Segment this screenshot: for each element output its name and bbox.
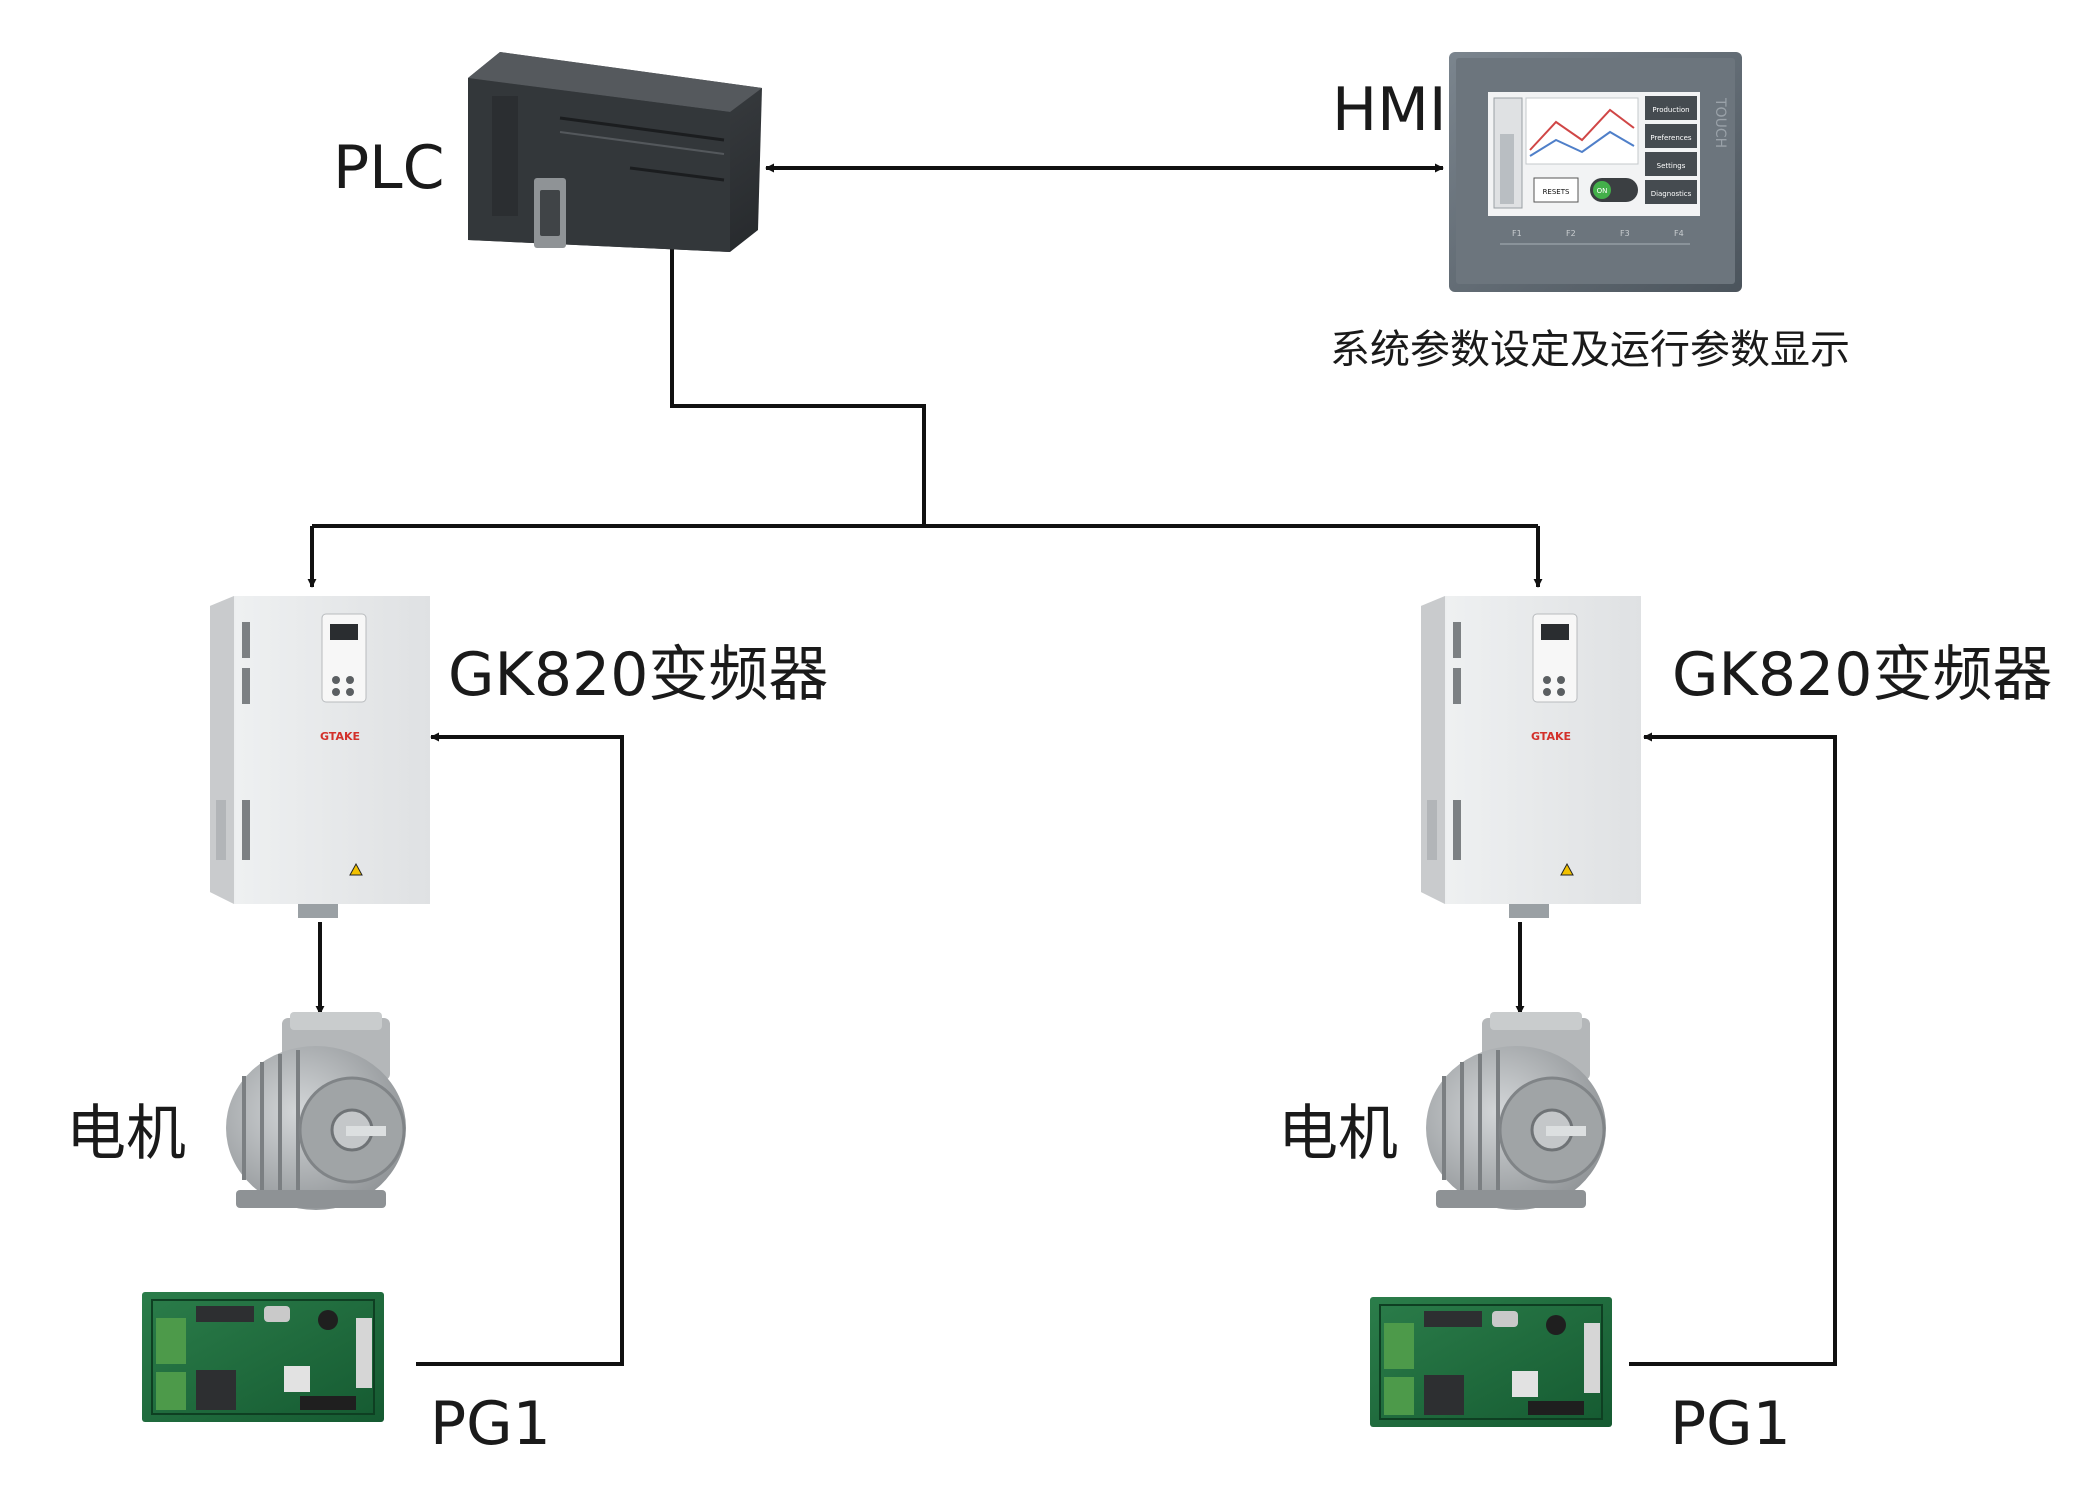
- motor-left-device: [226, 1012, 406, 1210]
- pg-right-card: [1370, 1297, 1612, 1427]
- hmi-caption: 系统参数设定及运行参数显示: [1330, 327, 1850, 373]
- hmi-side-text: TOUCH: [1712, 97, 1728, 148]
- vfd-left-label: GK820变频器: [448, 640, 829, 710]
- hmi-btn-production: Production: [1652, 106, 1689, 114]
- plc-label: PLC: [333, 133, 445, 203]
- vfd-right-label: GK820变频器: [1672, 640, 2053, 710]
- vfd-right-device: GTAKE: [1421, 596, 1641, 918]
- hmi-reset-label: RESETS: [1543, 188, 1570, 196]
- motor-right-device: [1426, 1012, 1606, 1210]
- hmi-btn-diagnostics: Diagnostics: [1651, 190, 1692, 198]
- hmi-label: HMI: [1332, 75, 1447, 145]
- vfd-right-brand: GTAKE: [1531, 730, 1571, 743]
- connections: [307, 163, 1837, 1366]
- pg-left-card: [142, 1292, 384, 1422]
- hmi-fkey-4: F4: [1674, 229, 1684, 238]
- left-encoder-feedback: [416, 732, 624, 1366]
- hmi-btn-preferences: Preferences: [1650, 134, 1692, 142]
- right-encoder-feedback: [1629, 732, 1837, 1366]
- vfd-left-device: GTAKE: [210, 596, 430, 918]
- plc-device: [468, 52, 762, 252]
- hmi-btn-settings: Settings: [1657, 162, 1686, 170]
- motor-right-label: 电机: [1278, 1099, 1398, 1169]
- hmi-fkey-2: F2: [1566, 229, 1576, 238]
- vfd-left-brand: GTAKE: [320, 730, 360, 743]
- hmi-fkey-3: F3: [1620, 229, 1630, 238]
- hmi-fkey-1: F1: [1512, 229, 1522, 238]
- plc-bus-trunk: [670, 236, 926, 526]
- motor-left-label: 电机: [66, 1099, 186, 1169]
- hmi-toggle-label: ON: [1597, 187, 1608, 195]
- pg-left-label: PG1: [430, 1389, 551, 1459]
- hmi-device: Production Preferences Settings Diagnost…: [1449, 52, 1742, 292]
- pg-right-label: PG1: [1670, 1389, 1791, 1459]
